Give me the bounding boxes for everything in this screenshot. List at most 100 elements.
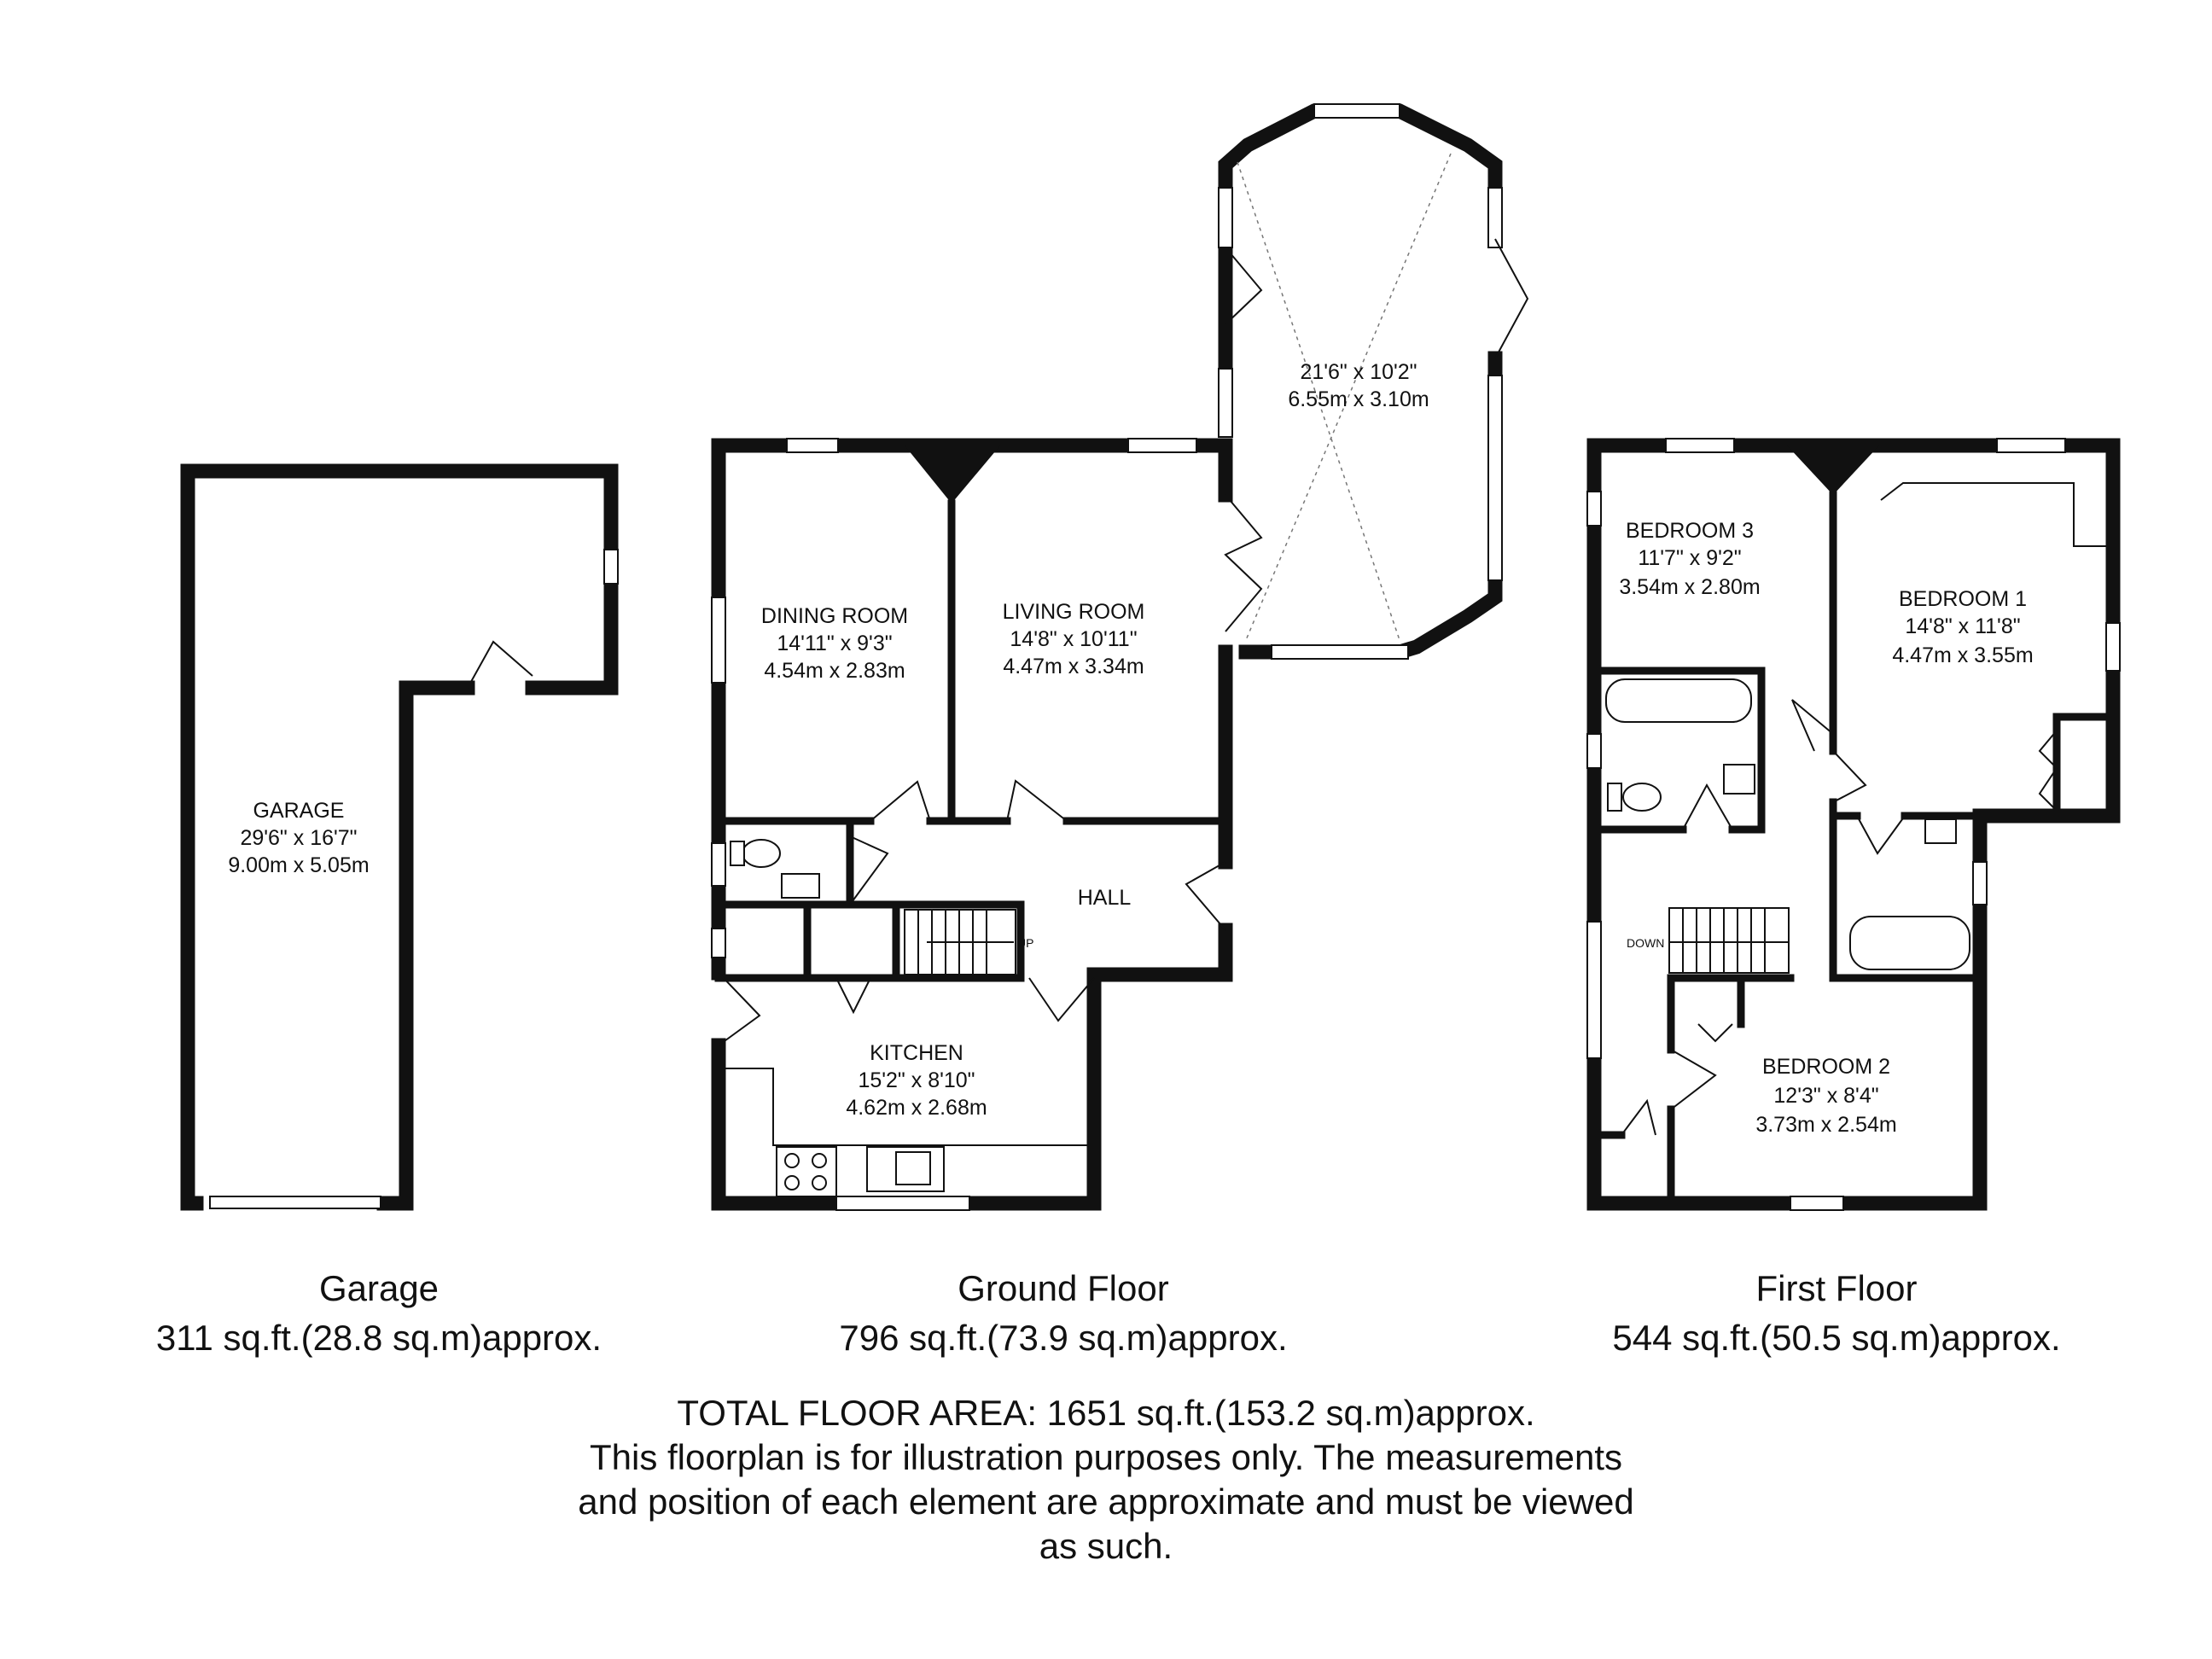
garage-caption-title: Garage bbox=[319, 1268, 439, 1308]
living-room-name: LIVING ROOM bbox=[1003, 600, 1145, 624]
bedroom3-side-window bbox=[1586, 491, 1602, 527]
stairs-up-label: UP bbox=[1017, 936, 1033, 950]
bedroom2-door bbox=[1670, 1049, 1717, 1110]
bed1-wardrobe-outline bbox=[1880, 482, 2113, 547]
dining-window bbox=[786, 438, 839, 453]
bedroom1-side-window bbox=[2105, 622, 2121, 672]
garage-metric: 9.00m x 5.05m bbox=[228, 853, 369, 877]
garage-window bbox=[603, 549, 619, 585]
bed1-wardrobe-door bbox=[2038, 730, 2058, 812]
bath2-icon bbox=[1849, 916, 1970, 970]
bedroom2-name: BEDROOM 2 bbox=[1762, 1055, 1890, 1079]
chimney-breast bbox=[905, 445, 1000, 504]
total-floor-area: TOTAL FLOOR AREA: 1651 sq.ft.(153.2 sq.m… bbox=[677, 1393, 1534, 1433]
garage-walls bbox=[180, 463, 619, 1211]
garage-door-window bbox=[209, 1196, 381, 1209]
bedroom3-window bbox=[1665, 438, 1735, 453]
hob-ring-icon bbox=[812, 1153, 827, 1168]
bedroom3-metric: 3.54m x 2.80m bbox=[1619, 575, 1760, 599]
living-room-metric: 4.47m x 3.34m bbox=[1003, 655, 1144, 678]
garage-caption-area: 311 sq.ft.(28.8 sq.m)approx. bbox=[156, 1318, 602, 1358]
living-door bbox=[1006, 779, 1068, 822]
floor-captions: Garage 311 sq.ft.(28.8 sq.m)approx. Grou… bbox=[156, 1268, 2061, 1358]
cupboard2-door bbox=[1697, 1023, 1733, 1043]
conservatory-window-left bbox=[1218, 187, 1233, 248]
conservatory-window-top bbox=[1313, 103, 1400, 119]
hob-ring-icon bbox=[812, 1175, 827, 1190]
garage-name: GARAGE bbox=[253, 799, 345, 823]
bedroom1-imperial: 14'8" x 11'8" bbox=[1905, 614, 2020, 638]
ground-bottom-wall bbox=[711, 1038, 844, 1211]
hob-icon bbox=[776, 1146, 837, 1197]
kitchen-worktop bbox=[725, 1068, 1094, 1146]
dining-room-imperial: 14'11" x 9'3" bbox=[777, 632, 892, 655]
living-french-door bbox=[1224, 494, 1263, 632]
wc-basin-icon bbox=[781, 873, 820, 899]
hob-ring-icon bbox=[784, 1153, 800, 1168]
bedroom1-name: BEDROOM 1 bbox=[1899, 587, 2027, 611]
front-door bbox=[1185, 861, 1226, 931]
hob-ring-icon bbox=[784, 1175, 800, 1190]
dining-room-name: DINING ROOM bbox=[761, 604, 908, 628]
disclaimer-line-3: as such. bbox=[1039, 1526, 1173, 1566]
stairs-down-label: DOWN bbox=[1627, 936, 1664, 950]
conservatory-left-door bbox=[1225, 247, 1263, 325]
disclaimer-line-2: and position of each element are approxi… bbox=[578, 1481, 1633, 1522]
first-floor-plan: DOWN BEDROOM 3 11'7" x 9'2" 3.54m x 2.80… bbox=[1586, 438, 2121, 1211]
conservatory-window-bottom bbox=[1271, 644, 1409, 660]
living-room-imperial: 14'8" x 10'11" bbox=[1010, 627, 1137, 651]
bath2-basin-icon bbox=[1924, 818, 1957, 844]
footer-notes: TOTAL FLOOR AREA: 1651 sq.ft.(153.2 sq.m… bbox=[578, 1393, 1633, 1566]
kitchen-metric: 4.62m x 2.68m bbox=[846, 1096, 987, 1120]
landing-window bbox=[1586, 921, 1602, 1059]
conservatory-imperial: 21'6" x 10'2" bbox=[1300, 360, 1417, 384]
ground-floor-plan: UP DINING ROOM 14'11" x 9'3" 4.54m x 2.8… bbox=[711, 103, 1529, 1211]
bathroom-door bbox=[1682, 783, 1733, 830]
bedroom3-door bbox=[1791, 699, 1834, 752]
bath-icon bbox=[1605, 678, 1752, 723]
dining-door bbox=[870, 780, 931, 822]
first-stairs bbox=[1668, 907, 1790, 974]
first-caption-area: 544 sq.ft.(50.5 sq.m)approx. bbox=[1612, 1318, 2060, 1358]
garage-side-door bbox=[467, 640, 533, 689]
kitchen-window bbox=[835, 1196, 970, 1211]
cupboard-door bbox=[835, 977, 871, 1015]
bedroom2-metric: 3.73m x 2.54m bbox=[1755, 1113, 1896, 1137]
ground-right-lower-wall bbox=[962, 923, 1233, 1211]
wc-window bbox=[711, 842, 726, 887]
bedroom1-door bbox=[1832, 750, 1867, 803]
kitchen-back-door bbox=[718, 972, 761, 1046]
dining-room-metric: 4.54m x 2.83m bbox=[764, 659, 905, 683]
bedroom1-metric: 4.47m x 3.55m bbox=[1892, 643, 2033, 667]
cistern-icon bbox=[1607, 783, 1622, 812]
bedroom3-imperial: 11'7" x 9'2" bbox=[1638, 546, 1741, 570]
garage-walls-inner bbox=[376, 680, 475, 1211]
living-window bbox=[1127, 438, 1197, 453]
bedroom2-window bbox=[1790, 1196, 1844, 1211]
conservatory-right-door bbox=[1494, 238, 1529, 359]
bathroom-basin-icon bbox=[1723, 764, 1755, 795]
bathroom2-window bbox=[1972, 861, 1988, 905]
ground-caption-title: Ground Floor bbox=[958, 1268, 1168, 1308]
landing-cupboard-door bbox=[1621, 1098, 1656, 1136]
toilet-icon bbox=[1622, 783, 1662, 812]
kitchen-door bbox=[1028, 977, 1095, 1022]
bedroom3-name: BEDROOM 3 bbox=[1626, 519, 1754, 543]
wc-door bbox=[849, 835, 889, 905]
bedroom2-imperial: 12'3" x 8'4" bbox=[1773, 1084, 1878, 1108]
bedroom1-window bbox=[1996, 438, 2066, 453]
kitchen-name: KITCHEN bbox=[870, 1041, 963, 1065]
conservatory-window-left-lower bbox=[1218, 368, 1233, 438]
kitchen-imperial: 15'2" x 8'10" bbox=[858, 1068, 975, 1092]
first-chimney-breast bbox=[1787, 445, 1879, 495]
conservatory-metric: 6.55m x 3.10m bbox=[1288, 387, 1429, 411]
conservatory-window-right bbox=[1487, 187, 1503, 248]
garage-imperial: 29'6" x 16'7" bbox=[240, 826, 357, 850]
bathroom-window bbox=[1586, 733, 1602, 769]
ground-outer-wall bbox=[1218, 103, 1503, 376]
first-caption-title: First Floor bbox=[1756, 1268, 1918, 1308]
disclaimer-line-1: This floorplan is for illustration purpo… bbox=[590, 1437, 1622, 1477]
ground-caption-area: 796 sq.ft.(73.9 sq.m)approx. bbox=[839, 1318, 1287, 1358]
